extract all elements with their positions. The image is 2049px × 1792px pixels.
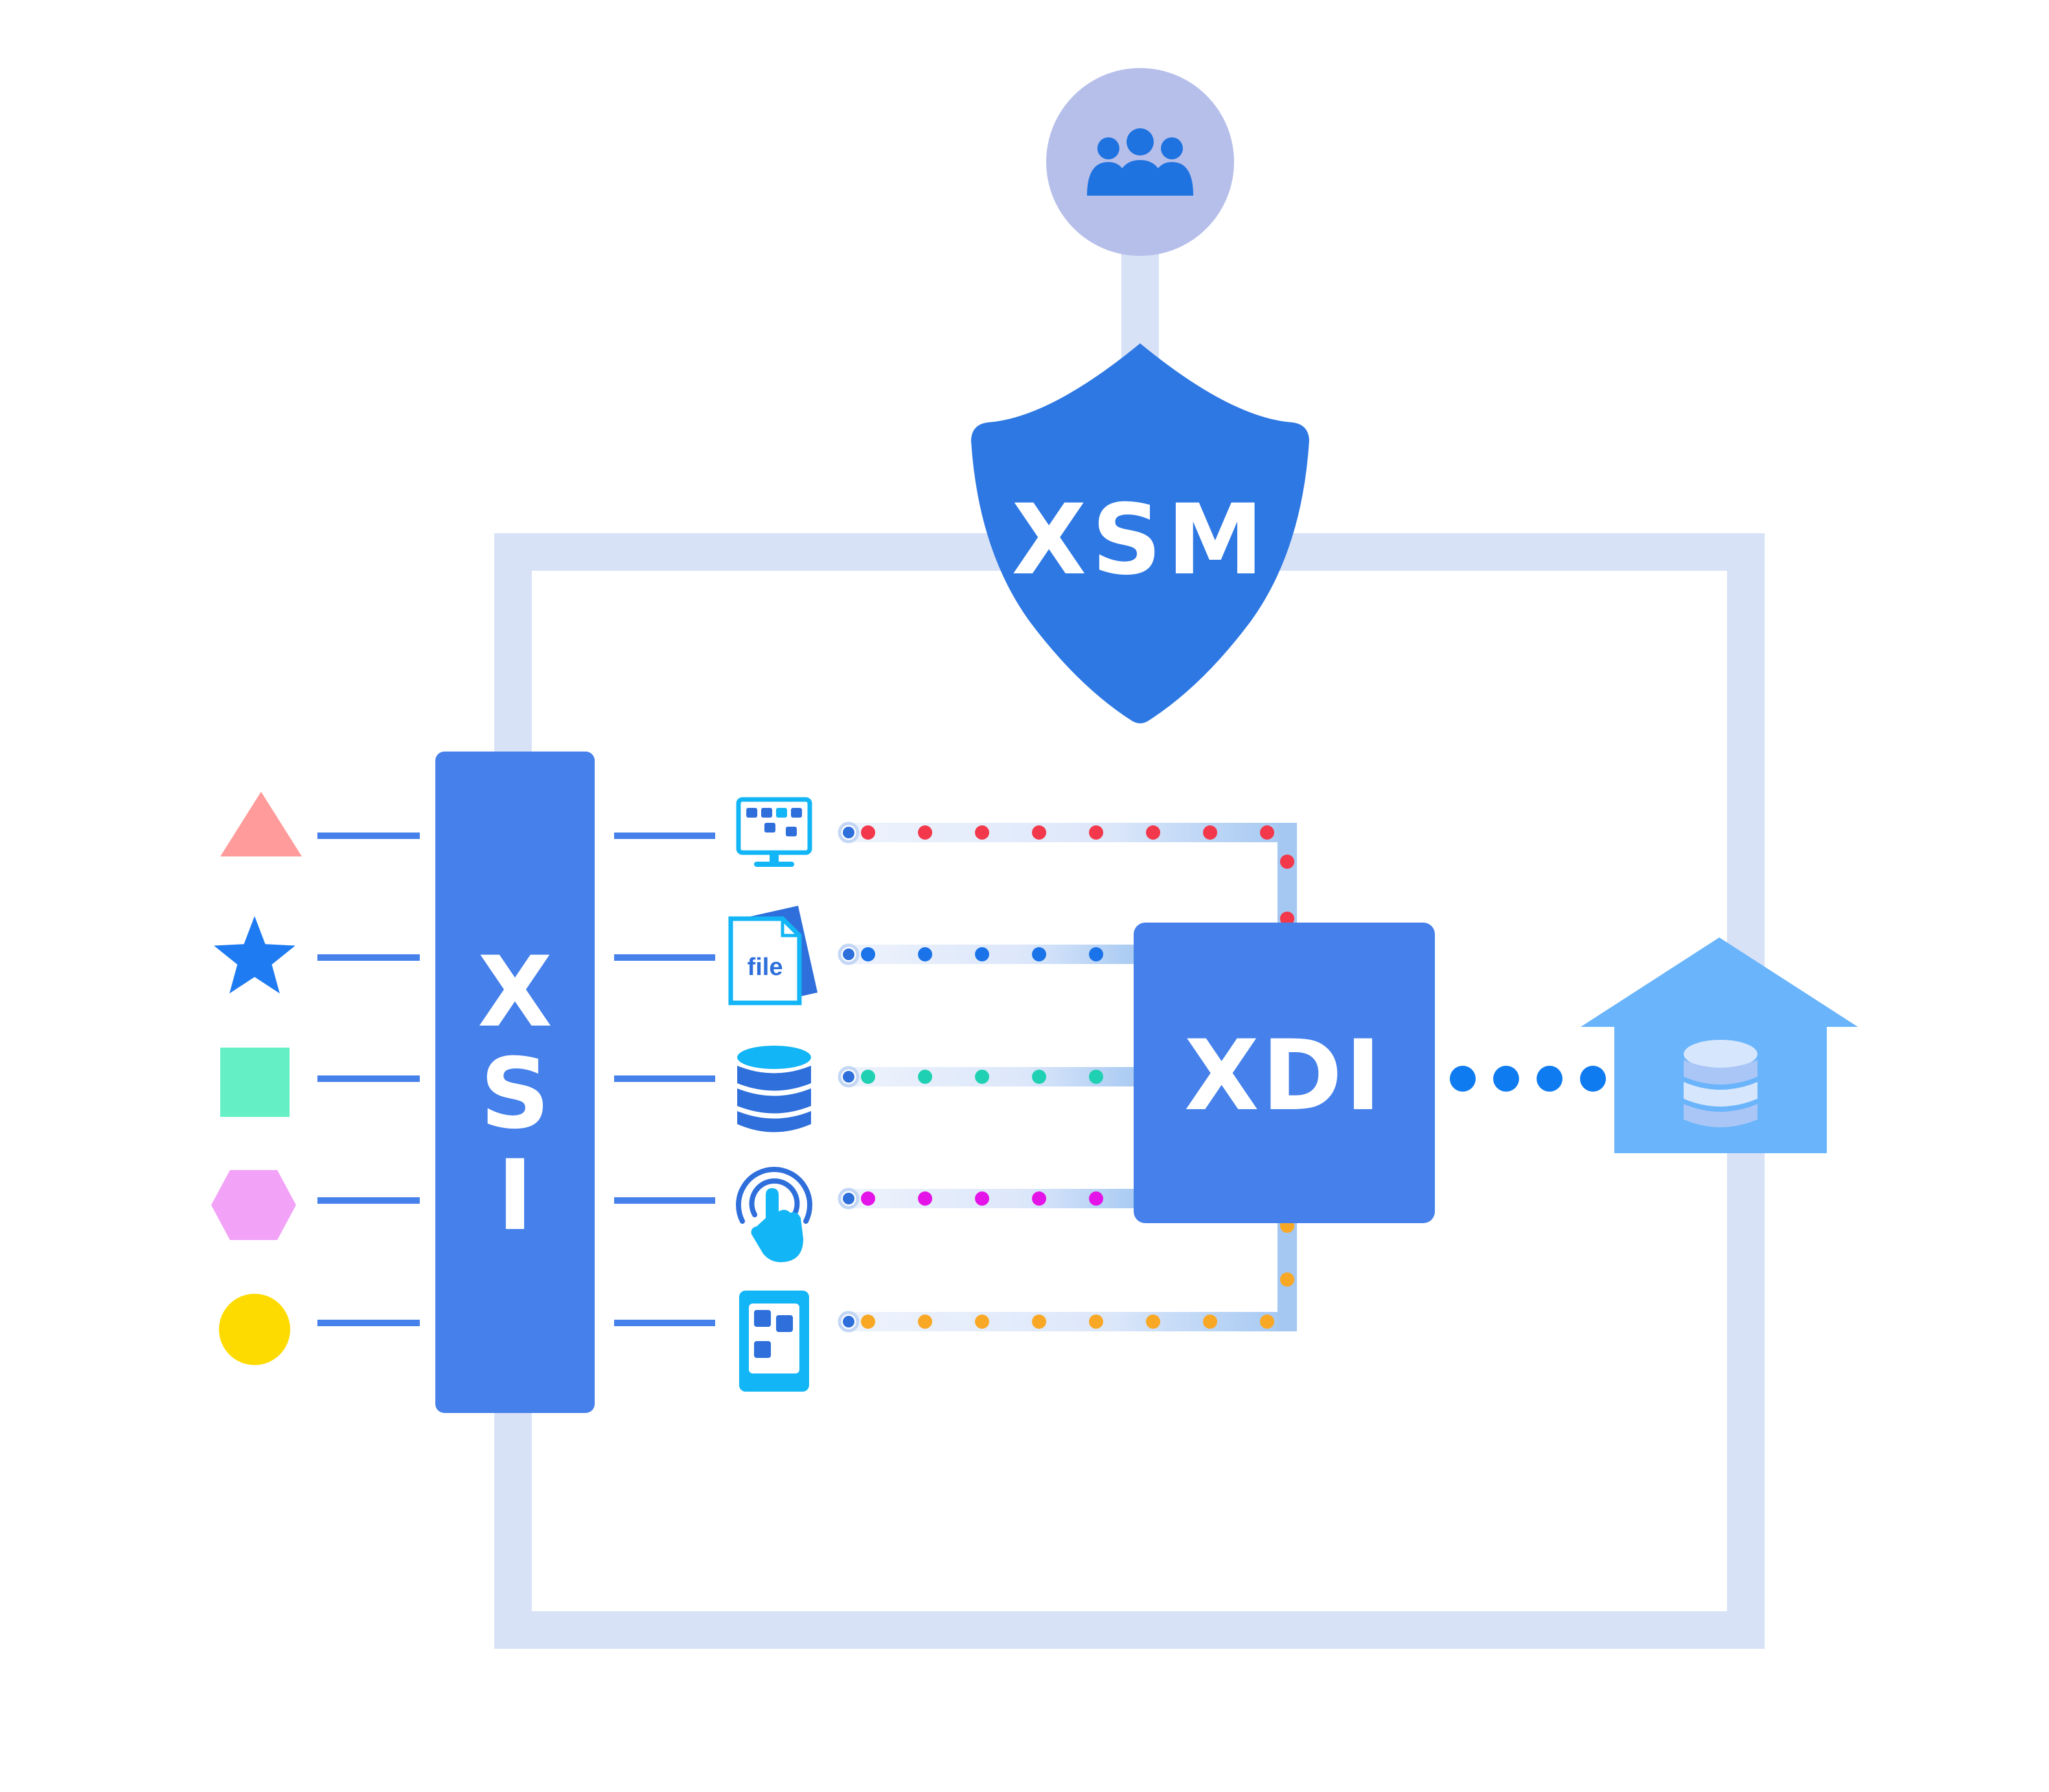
file-label: file <box>748 954 783 981</box>
flow-dot <box>1146 1315 1160 1329</box>
flow-dot <box>1280 1272 1294 1287</box>
xsi-block: X S I <box>435 752 595 1413</box>
xsi-letter-x: X <box>477 936 553 1049</box>
flow-dot <box>1280 855 1294 869</box>
flow-dot <box>1089 825 1103 840</box>
xsi-letter-s: S <box>480 1038 550 1151</box>
xsi-letter-i: I <box>497 1140 533 1252</box>
flow-dot <box>1089 1315 1103 1329</box>
flow-track-5 <box>842 1312 1289 1331</box>
xdi-label: XDI <box>1184 1020 1384 1132</box>
source-square-icon <box>220 1048 290 1117</box>
source-hexagon-icon <box>211 1170 296 1240</box>
flow-dot <box>1146 825 1160 840</box>
flow-start-bead-core <box>843 1316 854 1327</box>
xsm-shield: XSM <box>971 343 1309 724</box>
flow-dot <box>1203 1315 1217 1329</box>
flow-dot <box>918 1191 932 1206</box>
monitor-dashboard-icon <box>736 797 812 867</box>
flow-track-1 <box>842 823 1289 842</box>
flow-dot <box>861 1070 875 1084</box>
flow-dot <box>1260 1315 1274 1329</box>
flow-dot <box>861 1315 875 1329</box>
shield-icon <box>971 343 1309 724</box>
file-document-icon: file <box>728 906 818 1005</box>
database-icon <box>737 1046 811 1132</box>
flow-dot <box>1032 1191 1046 1206</box>
tablet-app-icon <box>739 1291 809 1392</box>
flow-dot <box>1032 947 1046 961</box>
flow-dot <box>918 1315 932 1329</box>
flow-dot <box>1032 1070 1046 1084</box>
users-group-icon <box>1087 128 1193 196</box>
flow-dot <box>975 947 989 961</box>
flow-start-bead-core <box>843 948 854 960</box>
flow-dot <box>1089 1070 1103 1084</box>
flow-dot <box>975 1315 989 1329</box>
flow-dot <box>975 1070 989 1084</box>
flow-dot <box>1203 825 1217 840</box>
xdi-to-warehouse-connector <box>1450 1066 1606 1092</box>
flow-dot <box>918 825 932 840</box>
xdi-block: XDI <box>1134 923 1435 1223</box>
channel-connectors <box>614 833 715 1326</box>
source-star-icon <box>214 916 295 994</box>
flow-start-bead-core <box>843 827 854 838</box>
flow-start-bead-core <box>843 1071 854 1083</box>
flow-dot <box>1089 947 1103 961</box>
flow-dots <box>838 821 1294 1333</box>
xsm-label: XSM <box>1012 484 1269 597</box>
flow-start-bead-core <box>843 1193 854 1204</box>
flow-dot <box>1032 1315 1046 1329</box>
users-node <box>1046 68 1234 256</box>
flow-dot <box>1089 1191 1103 1206</box>
flow-dot <box>918 1070 932 1084</box>
flow-dot <box>861 1191 875 1206</box>
flow-dot <box>1280 912 1294 926</box>
flow-dot <box>918 947 932 961</box>
touch-click-icon <box>736 1167 812 1263</box>
flow-dot <box>861 825 875 840</box>
warehouse-node <box>1581 937 1858 1153</box>
warehouse-cylinder <box>1684 1040 1757 1127</box>
flow-dot <box>975 825 989 840</box>
source-circle-icon <box>219 1294 290 1365</box>
flow-dot <box>1032 825 1046 840</box>
source-connectors <box>317 833 420 1326</box>
flow-dot <box>861 947 875 961</box>
flow-dot <box>975 1191 989 1206</box>
source-triangle-icon <box>220 792 302 856</box>
flow-dot <box>1260 825 1274 840</box>
